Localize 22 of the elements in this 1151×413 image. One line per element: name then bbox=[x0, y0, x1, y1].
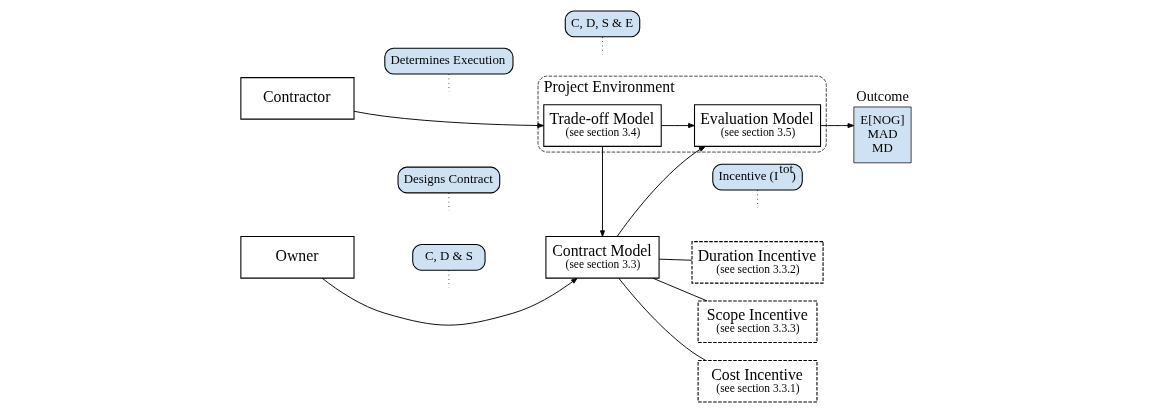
arrow bbox=[353, 110, 544, 128]
arrow bbox=[819, 123, 854, 129]
arrow bbox=[616, 146, 706, 237]
node-box: Duration Incentive (see section 3.3.2) bbox=[690, 241, 824, 284]
node-box: C, D, S & E bbox=[564, 10, 640, 38]
connector bbox=[651, 277, 708, 302]
arrow bbox=[660, 123, 695, 129]
node-box: Cost Incentive (see section 3.3.1) bbox=[697, 359, 817, 403]
arrow bbox=[321, 277, 578, 326]
node-box: Scope Incentive (see section 3.3.3) bbox=[697, 300, 817, 344]
connector bbox=[617, 277, 706, 361]
node-box: Evaluation Model (see section 3.5) bbox=[693, 104, 821, 147]
node-box: C, D & S bbox=[411, 243, 486, 271]
node-box: Contractor bbox=[239, 77, 355, 120]
connector bbox=[658, 258, 692, 261]
node-label: Outcome bbox=[855, 88, 909, 105]
node-box: Contract Model (see section 3.3) bbox=[544, 236, 660, 279]
arrow bbox=[599, 145, 605, 237]
node-box: Trade-off Model (see section 3.4) bbox=[542, 104, 662, 147]
node-box: Owner bbox=[239, 236, 355, 279]
node-box: Designs Contract bbox=[397, 166, 500, 194]
node-box: Determines Execution bbox=[383, 47, 513, 75]
